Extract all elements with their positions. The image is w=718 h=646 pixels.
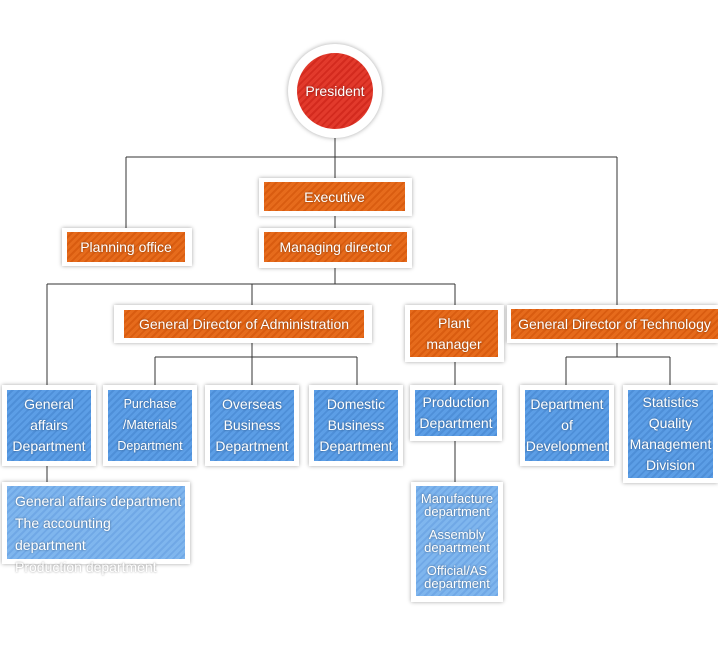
president-label: President	[305, 83, 365, 99]
statistics-line-2: Quality	[648, 415, 693, 431]
sub-item-general-affairs: General affairs department	[15, 493, 182, 509]
overseas-line-1: Overseas	[222, 396, 282, 412]
gd-administration-node: General Director of Administration	[124, 310, 364, 338]
gd-technology-label: General Director of Technology	[518, 316, 711, 332]
statistics-line-4: Division	[645, 457, 695, 473]
president-node: President	[297, 53, 373, 129]
executive-node: Executive	[264, 182, 405, 211]
planning-office-node: Planning office	[67, 232, 185, 262]
purchase-line-3: Department	[117, 439, 183, 453]
domestic-line-3: Department	[319, 438, 393, 454]
statistics-line-3: Management	[629, 436, 712, 452]
production-line-2: Department	[419, 415, 493, 431]
overseas-dept-node: Overseas Business Department	[210, 390, 294, 461]
development-line-1: Department	[530, 396, 604, 412]
purchase-line-2: /Materials	[122, 418, 178, 432]
general-affairs-line-3: Department	[12, 438, 86, 454]
general-affairs-line-2: affairs	[30, 417, 68, 433]
gd-administration-label: General Director of Administration	[138, 316, 350, 332]
development-line-2: of	[561, 417, 573, 433]
planning-office-label: Planning office	[80, 239, 172, 255]
executive-label: Executive	[304, 188, 365, 205]
overseas-line-2: Business	[223, 417, 281, 433]
purchase-dept-node: Purchase /Materials Department	[108, 390, 192, 461]
overseas-line-3: Department	[215, 438, 289, 454]
sub-item-accounting: The accounting department	[15, 515, 111, 553]
general-affairs-dept-node: General affairs Department	[7, 390, 91, 461]
plant-manager-line-2: manager	[426, 335, 482, 352]
statistics-division-node: Statistics Quality Management Division	[628, 390, 713, 478]
sub-assembly-line-1: Assembly	[428, 527, 486, 542]
production-dept-node: Production Department	[415, 390, 497, 436]
plant-manager-node: Plant manager	[410, 310, 498, 357]
managing-director-label: Managing director	[279, 239, 392, 255]
purchase-line-1: Purchase	[123, 397, 177, 411]
production-line-1: Production	[422, 394, 490, 410]
managing-director-node: Managing director	[264, 232, 407, 262]
domestic-line-1: Domestic	[326, 396, 386, 412]
production-sub-list: Manufacture department Assembly departme…	[416, 486, 498, 596]
sub-item-production: Production department	[15, 559, 157, 575]
sub-official-line-1: Official/AS	[426, 563, 488, 578]
statistics-line-1: Statistics	[642, 394, 699, 410]
domestic-line-2: Business	[327, 417, 385, 433]
plant-manager-line-1: Plant	[438, 314, 470, 331]
sub-manufacture-line-1: Manufacture	[420, 491, 494, 506]
general-affairs-sub-list: General affairs department The accountin…	[7, 486, 185, 575]
sub-manufacture-line-2: department	[424, 504, 490, 519]
sub-assembly-line-2: department	[424, 540, 490, 555]
gd-technology-node: General Director of Technology	[511, 309, 718, 339]
development-dept-node: Department of Development	[525, 390, 609, 461]
sub-official-line-2: department	[424, 576, 490, 591]
general-affairs-line-1: General	[24, 396, 74, 412]
domestic-dept-node: Domestic Business Department	[314, 390, 398, 461]
development-line-3: Development	[525, 438, 609, 454]
